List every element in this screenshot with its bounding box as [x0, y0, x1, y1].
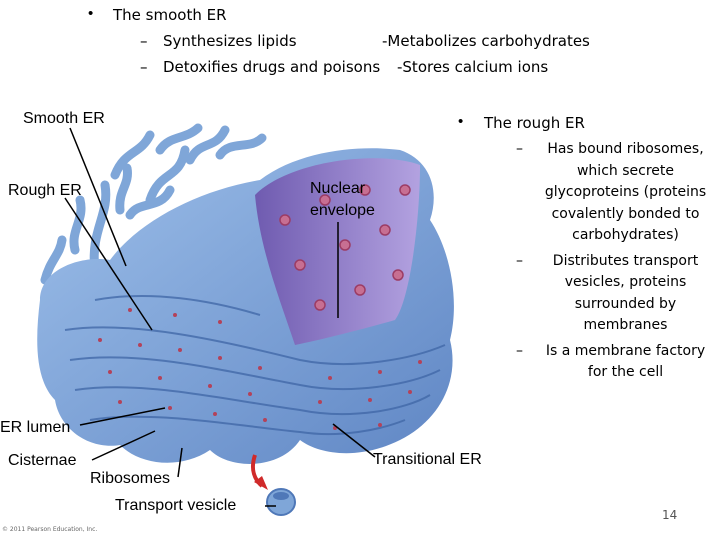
- label-nuclear-envelope-1: Nuclear: [310, 180, 366, 197]
- cisternae-layers: [64, 295, 446, 436]
- bullet-dot: •: [88, 5, 94, 22]
- rough-er-item-1: – Has bound ribosomes, which secrete gly…: [516, 141, 707, 243]
- label-ribosomes: Ribosomes: [90, 470, 171, 487]
- smooth-er-item-2: Detoxifies drugs and poisons: [163, 58, 381, 76]
- label-smooth-er: Smooth ER: [23, 110, 105, 127]
- label-er-lumen: ER lumen: [0, 419, 71, 436]
- rough-er-item-2: – Distributes transport vesicles, protei…: [516, 252, 699, 334]
- smooth-er-item-4: -Stores calcium ions: [397, 58, 549, 76]
- nuclear-pores: [279, 184, 411, 311]
- smooth-er-tubules: [40, 123, 267, 285]
- dash: –: [140, 58, 148, 76]
- smooth-er-item-1: Synthesizes lipids: [163, 32, 297, 50]
- rough-er-heading: The rough ER: [484, 114, 585, 132]
- vesicle-arrow-head: [254, 476, 268, 490]
- label-rough-er: Rough ER: [8, 182, 82, 199]
- bullet-dot: •: [458, 113, 464, 130]
- label-nuclear-envelope-2: envelope: [310, 202, 375, 219]
- dash: –: [140, 32, 148, 50]
- page-number: 14: [662, 508, 678, 522]
- label-cisternae: Cisternae: [8, 452, 77, 469]
- label-transport-vesicle: Transport vesicle: [115, 497, 237, 514]
- smooth-er-item-3: -Metabolizes carbohydrates: [382, 32, 590, 50]
- ribosomes: [98, 308, 422, 430]
- label-transitional-er: Transitional ER: [373, 451, 482, 468]
- rough-er-item-3: – Is a membrane factory for the cell: [516, 342, 706, 381]
- leader-lines: [64, 127, 376, 507]
- rough-er-details: – Has bound ribosomes, which secrete gly…: [500, 139, 715, 384]
- copyright: © 2011 Pearson Education, Inc.: [2, 526, 98, 533]
- smooth-er-heading: The smooth ER: [113, 6, 227, 24]
